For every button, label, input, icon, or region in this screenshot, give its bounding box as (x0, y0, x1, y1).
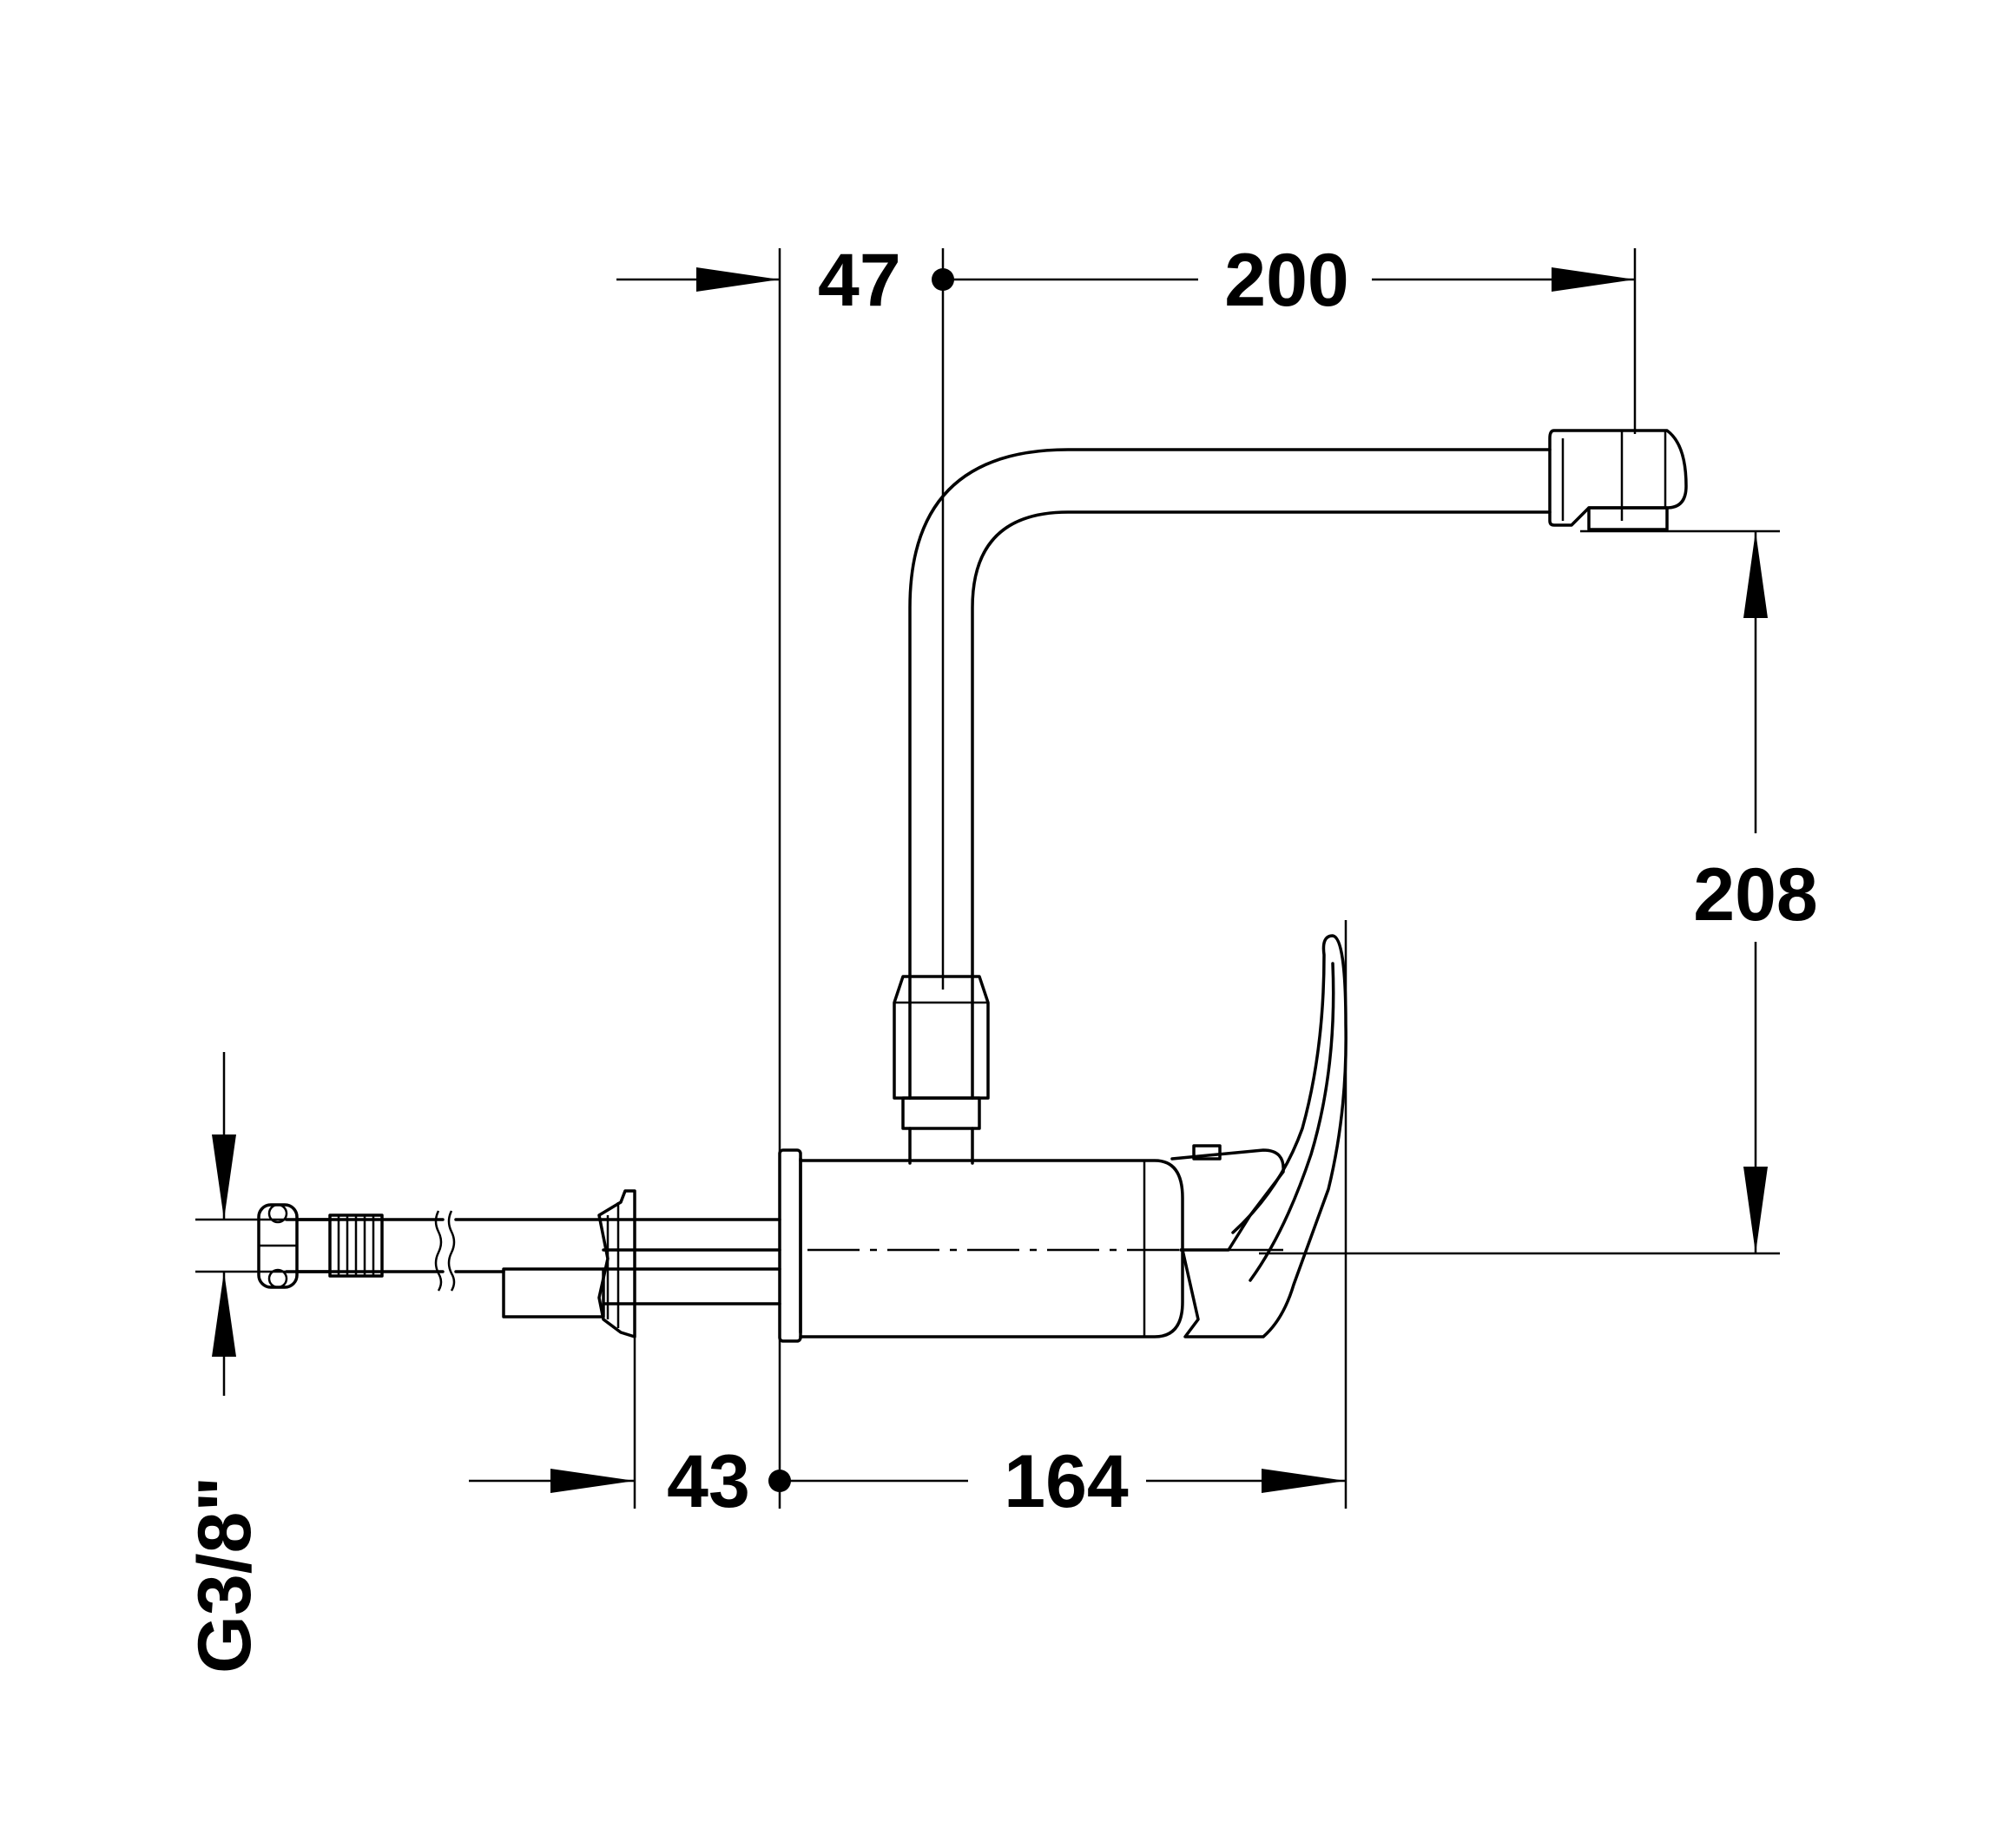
arrow-thread-top (212, 1134, 236, 1220)
extension-lines (195, 248, 1780, 1509)
arrow-thread-bottom (212, 1272, 236, 1357)
arrow-164 (1262, 1469, 1346, 1493)
spout (893, 448, 1552, 1165)
arrow-47 (696, 267, 780, 292)
dimension-thread: G3/8" (183, 1052, 267, 1674)
dimension-208: 208 (1693, 531, 1818, 1253)
dim-164-label: 164 (1004, 1440, 1129, 1523)
lever-handle (1170, 934, 1348, 1338)
dim-47-label: 47 (818, 239, 901, 322)
aerator-head (1548, 429, 1688, 531)
dim-thread-label: G3/8" (183, 1476, 267, 1674)
dimension-bottom: 43 164 (469, 1440, 1346, 1523)
supply-connection (257, 1189, 781, 1338)
arrow-208-top (1743, 531, 1768, 618)
arrow-43 (550, 1469, 635, 1493)
dim-43-label: 43 (667, 1440, 750, 1523)
arrow-208-bottom (1743, 1167, 1768, 1253)
dim-208-label: 208 (1693, 853, 1818, 937)
mixer-body (778, 1148, 1216, 1343)
arrow-200 (1552, 267, 1635, 292)
dimension-top: 47 200 (616, 239, 1635, 322)
dim-200-label: 200 (1224, 239, 1349, 322)
